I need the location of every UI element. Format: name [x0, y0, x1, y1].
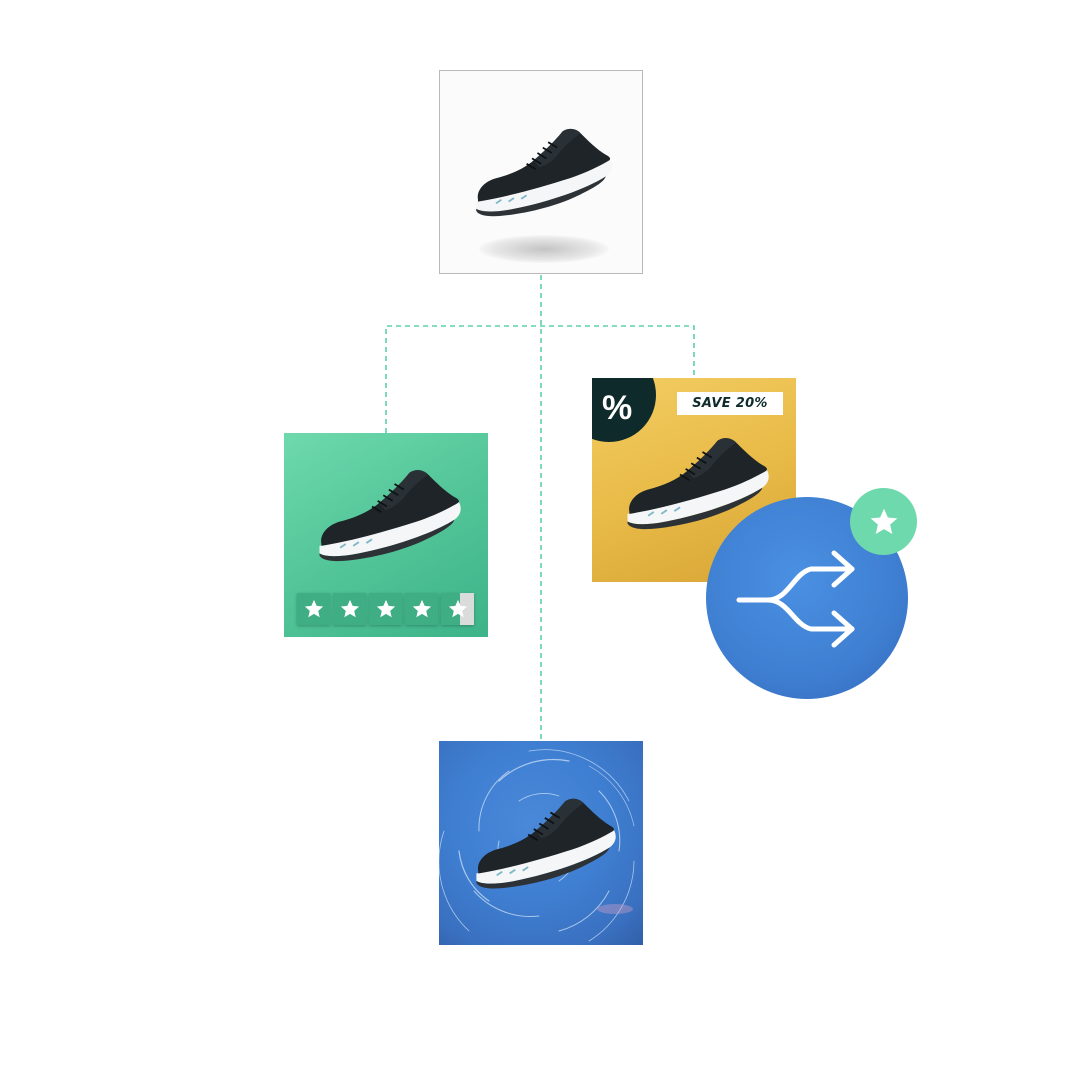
- reviews-variant-card[interactable]: [284, 433, 488, 637]
- shoe-image: [469, 793, 617, 891]
- half-star-icon: [441, 593, 474, 625]
- star-icon: [405, 593, 438, 625]
- save-tag: SAVE 20%: [677, 392, 783, 415]
- drop-shadow: [479, 235, 609, 263]
- shoe-image: [469, 122, 613, 220]
- original-variant-card[interactable]: [439, 70, 643, 274]
- motion-variant-card[interactable]: [439, 741, 643, 945]
- star-badge: [850, 488, 917, 555]
- star-rating: [297, 593, 474, 625]
- shoe-image: [312, 465, 462, 563]
- percent-icon: %: [602, 388, 632, 428]
- star-icon: [369, 593, 402, 625]
- star-icon: [297, 593, 330, 625]
- star-icon: [333, 593, 366, 625]
- star-icon: [868, 506, 900, 538]
